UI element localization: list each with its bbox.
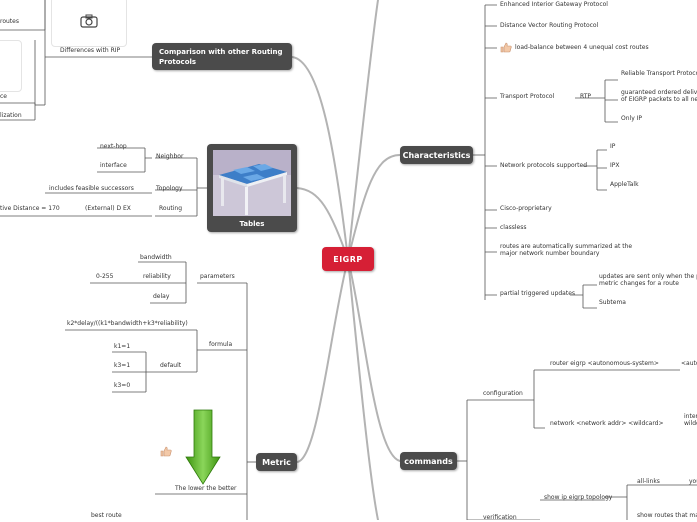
load-balance-label: load-balance between 4 unequal cost rout…	[515, 44, 649, 51]
show-routes-label: show routes that mat	[637, 512, 697, 519]
routing-label: Routing	[159, 205, 183, 212]
best-route-label: best route	[91, 512, 122, 519]
ipx-label: IPX	[610, 162, 620, 169]
admin-distance-label: tive Distance = 170	[0, 205, 60, 212]
wildc-fragment: wildc	[684, 420, 697, 427]
network-cmd-label: network <network addr> <wildcard>	[550, 420, 664, 427]
network-protocols-label: Network protocols supported	[500, 162, 588, 169]
topology-label: Topology	[156, 185, 183, 192]
default-label: default	[160, 362, 182, 369]
feasible-label: includes feasible successors	[49, 185, 134, 192]
bandwidth-label: bandwidth	[140, 254, 172, 261]
neighbor-label: Neighbor	[156, 153, 184, 160]
summarized-line-2: major network number boundary	[500, 250, 600, 257]
distance-vector-label: Distance Vector Routing Protocol	[500, 22, 599, 29]
you-fragment: you	[689, 478, 697, 485]
topic-characteristics[interactable]: Characteristics	[400, 146, 473, 164]
all-links-label: all-links	[637, 478, 660, 485]
enhanced-label: Enhanced Interior Gateway Protocol	[500, 1, 608, 8]
cisco-label: Cisco-proprietary	[500, 205, 552, 212]
subtema-label: Subtema	[599, 299, 626, 306]
lization-fragment: lization	[0, 112, 22, 119]
appletalk-label: AppleTalk	[610, 181, 639, 188]
parameters-label: parameters	[200, 273, 235, 280]
k3b-label: k3=0	[114, 382, 131, 389]
router-eigrp-label: router eigrp <autonomous-system>	[550, 360, 659, 367]
ip-label: IP	[610, 143, 616, 150]
tables-label: Tables	[239, 220, 265, 228]
topic-comparison[interactable]: Comparison with other Routing Protocols	[152, 43, 292, 70]
reliability-label: reliability	[143, 273, 171, 280]
auto-fragment: <auto	[681, 360, 697, 367]
routes-fragment: routes	[0, 18, 19, 25]
next-hop-label: next-hop	[100, 143, 127, 150]
rip-image-card	[0, 40, 22, 92]
formula-label: formula	[209, 341, 233, 348]
camera-icon	[80, 14, 98, 28]
topic-metric[interactable]: Metric	[256, 453, 297, 471]
delay-label: delay	[153, 293, 170, 300]
transport-label: Transport Protocol	[500, 93, 555, 100]
diff-rip-label: Differences with RIP	[60, 47, 121, 54]
summarized-line-1: routes are automatically summarized at t…	[500, 243, 633, 250]
rtp-label: RTP	[580, 93, 592, 100]
updates-line-2: metric changes for a route	[599, 280, 679, 287]
root-node[interactable]: EIGRP	[322, 247, 374, 271]
show-topology-label: show ip eigrp topology	[544, 494, 613, 501]
only-ip-label: Only IP	[621, 115, 643, 122]
topic-tables[interactable]: Tables	[207, 144, 297, 232]
down-arrow-icon	[185, 409, 221, 485]
verification-label: verification	[483, 514, 517, 521]
k3-label: k3=1	[114, 362, 131, 369]
lower-better-label: The lower the better	[175, 485, 237, 492]
ce-fragment: ce	[0, 93, 7, 100]
camera-image-card	[51, 0, 127, 47]
table-image	[213, 150, 291, 216]
guaranteed-line-1: guaranteed ordered deliver	[621, 89, 697, 96]
thumbs-up-icon	[160, 446, 172, 457]
topic-commands[interactable]: commands	[400, 452, 457, 470]
updates-line-1: updates are sent only when the path	[599, 273, 697, 280]
classless-label: classless	[500, 224, 527, 231]
inter-fragment: inter	[684, 413, 697, 420]
thumbs-up-icon	[500, 42, 512, 53]
external-label: (External) D EX	[85, 205, 131, 212]
interface-label: interface	[100, 162, 127, 169]
guaranteed-line-2: of EIGRP packets to all neig	[621, 96, 697, 103]
formula-text: k2*delay/((k1*bandwidth+k3*reliability)	[67, 320, 188, 327]
reliable-label: Reliable Transport Protocol	[621, 70, 697, 77]
configuration-label: configuration	[483, 390, 523, 397]
k1-label: k1=1	[114, 343, 131, 350]
partial-label: partial triggered updates	[500, 290, 576, 297]
range-label: 0-255	[96, 273, 114, 280]
